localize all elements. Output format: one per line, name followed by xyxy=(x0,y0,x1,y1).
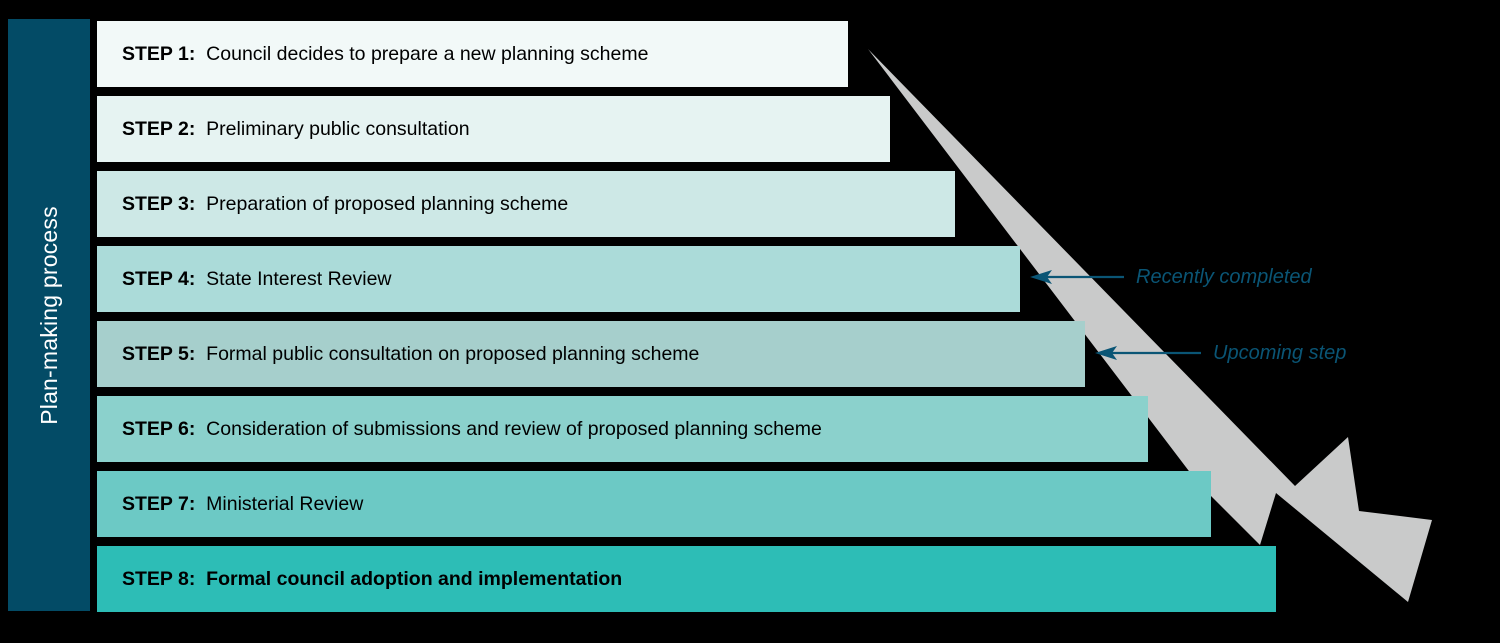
step-text-5: STEP 5: Formal public consultation on pr… xyxy=(122,343,699,366)
step-bar-5[interactable]: STEP 5: Formal public consultation on pr… xyxy=(97,321,1085,387)
step-label-4: STEP 4: xyxy=(122,267,196,290)
step-label-1: STEP 1: xyxy=(122,42,196,65)
step-bar-8[interactable]: STEP 8: Formal council adoption and impl… xyxy=(97,546,1276,612)
annotation-2: Upcoming step xyxy=(1095,341,1346,365)
step-bar-7[interactable]: STEP 7: Ministerial Review xyxy=(97,471,1211,537)
step-label-2: STEP 2: xyxy=(122,117,196,140)
annotation-arrow-icon-2 xyxy=(1095,346,1201,360)
step-description-2: Preliminary public consultation xyxy=(195,117,470,140)
step-description-1: Council decides to prepare a new plannin… xyxy=(195,42,649,65)
step-label-5: STEP 5: xyxy=(122,342,196,365)
step-text-6: STEP 6: Consideration of submissions and… xyxy=(122,418,822,441)
step-bar-6[interactable]: STEP 6: Consideration of submissions and… xyxy=(97,396,1148,462)
step-bar-3[interactable]: STEP 3: Preparation of proposed planning… xyxy=(97,171,955,237)
sidebar-plan-making-process: Plan-making process xyxy=(8,19,90,611)
annotation-arrow-icon-1 xyxy=(1030,270,1124,284)
step-text-3: STEP 3: Preparation of proposed planning… xyxy=(122,193,568,216)
annotation-text-1: Recently completed xyxy=(1136,265,1312,288)
step-bar-1[interactable]: STEP 1: Council decides to prepare a new… xyxy=(97,21,848,87)
step-text-4: STEP 4: State Interest Review xyxy=(122,268,392,291)
step-description-8: Formal council adoption and implementati… xyxy=(195,567,623,590)
step-bar-2[interactable]: STEP 2: Preliminary public consultation xyxy=(97,96,890,162)
step-description-5: Formal public consultation on proposed p… xyxy=(195,342,700,365)
step-text-2: STEP 2: Preliminary public consultation xyxy=(122,118,470,141)
step-label-6: STEP 6: xyxy=(122,417,196,440)
step-text-1: STEP 1: Council decides to prepare a new… xyxy=(122,43,648,66)
step-text-8: STEP 8: Formal council adoption and impl… xyxy=(122,568,622,591)
step-text-7: STEP 7: Ministerial Review xyxy=(122,493,363,516)
step-label-8: STEP 8: xyxy=(122,567,196,590)
step-label-7: STEP 7: xyxy=(122,492,196,515)
step-bar-4[interactable]: STEP 4: State Interest Review xyxy=(97,246,1020,312)
step-label-3: STEP 3: xyxy=(122,192,196,215)
annotation-1: Recently completed xyxy=(1030,265,1312,289)
annotation-text-2: Upcoming step xyxy=(1213,341,1347,364)
step-description-3: Preparation of proposed planning scheme xyxy=(195,192,569,215)
step-description-6: Consideration of submissions and review … xyxy=(195,417,822,440)
sidebar-label-text: Plan-making process xyxy=(35,205,62,425)
step-description-7: Ministerial Review xyxy=(195,492,364,515)
step-description-4: State Interest Review xyxy=(195,267,392,290)
